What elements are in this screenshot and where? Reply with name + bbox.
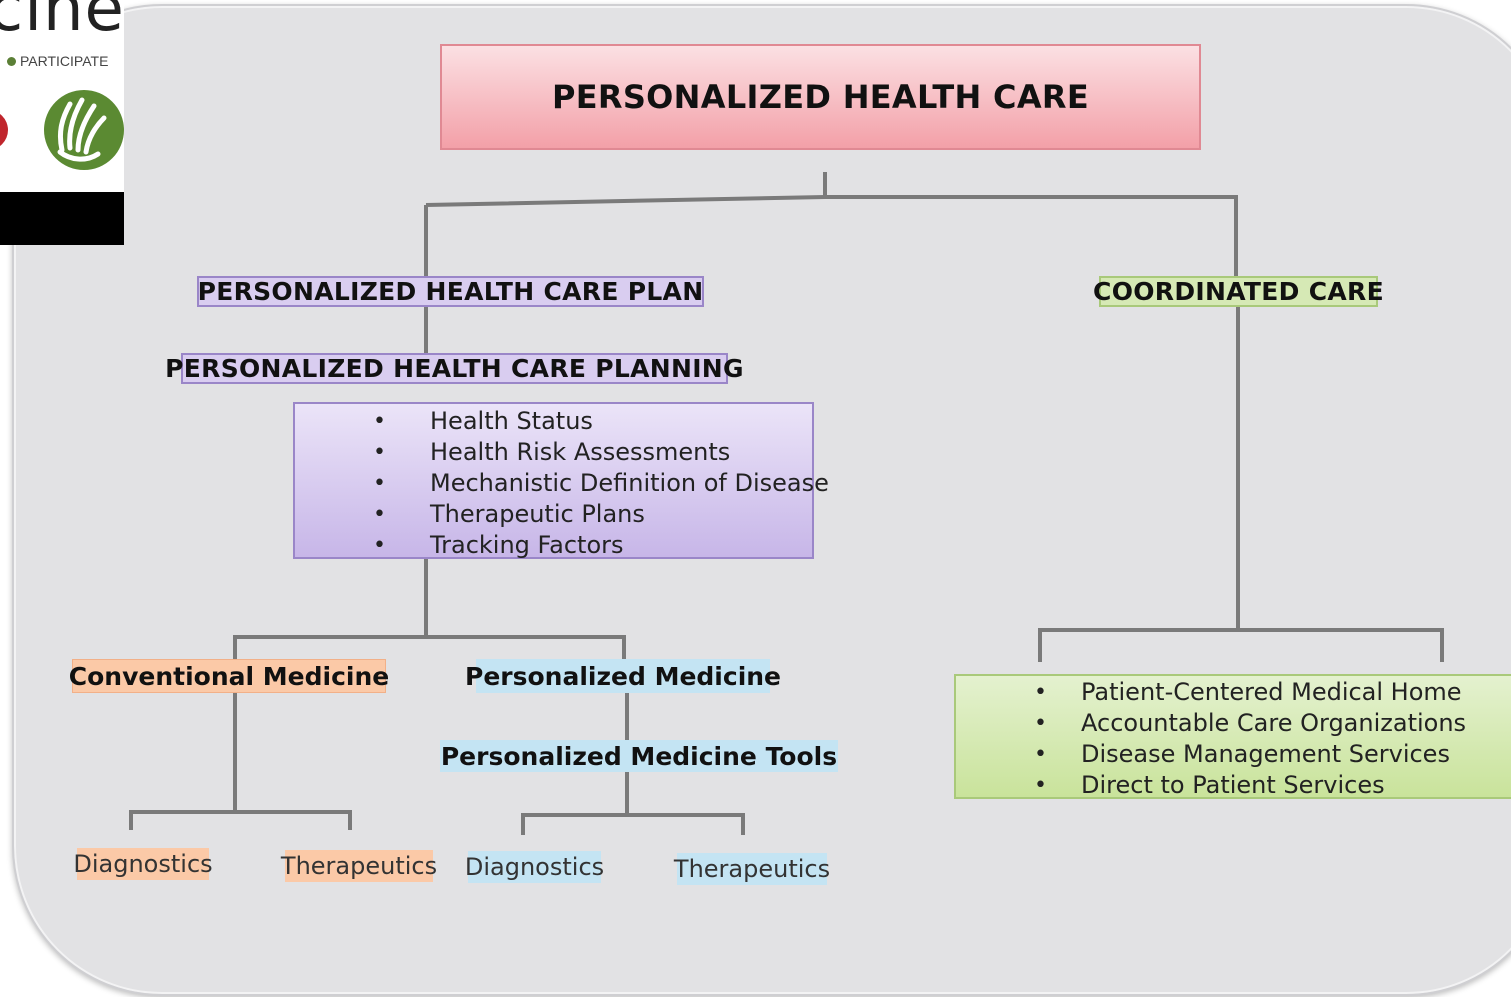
health-care-plan-node: PERSONALIZED HEALTH CARE PLAN — [197, 276, 704, 307]
coordinated-item: Direct to Patient Services — [956, 770, 1511, 801]
partial-logo: cine PARTICIPATE — [0, 0, 124, 245]
logo-tagline: PARTICIPATE — [20, 53, 109, 69]
coordinated-item: Accountable Care Organizations — [956, 708, 1511, 739]
personalized-medicine-tools-node: Personalized Medicine Tools — [440, 740, 838, 772]
logo-graphics — [0, 90, 124, 170]
personalized-therapeutics-label: Therapeutics — [673, 855, 831, 883]
coordinated-items-list: Patient-Centered Medical Home Accountabl… — [956, 677, 1511, 801]
personalized-medicine-node: Personalized Medicine — [465, 659, 781, 693]
conventional-diagnostics-node: Diagnostics — [73, 848, 213, 880]
health-care-planning-node: PERSONALIZED HEALTH CARE PLANNING — [165, 353, 744, 384]
medicine-split-connector — [233, 635, 626, 660]
logo-dot-icon — [7, 57, 16, 66]
tools-split-connector — [521, 813, 745, 835]
personalized-diagnostics-label: Diagnostics — [464, 853, 605, 881]
health-care-planning-label: PERSONALIZED HEALTH CARE PLANNING — [165, 354, 744, 383]
coordinated-items-box: Patient-Centered Medical Home Accountabl… — [954, 674, 1511, 801]
conventional-medicine-node: Conventional Medicine — [68, 659, 390, 693]
conventional-therapeutics-node: Therapeutics — [281, 850, 437, 882]
coordinated-item: Patient-Centered Medical Home — [956, 677, 1511, 708]
personalized-medicine-tools-label: Personalized Medicine Tools — [440, 741, 838, 771]
personalized-diagnostics-node: Diagnostics — [464, 851, 605, 883]
red-circle-icon — [0, 114, 8, 146]
planning-items-list: Health Status Health Risk Assessments Me… — [295, 406, 829, 561]
root-node-label: PERSONALIZED HEALTH CARE — [551, 78, 1089, 116]
conventional-split-connector — [129, 810, 352, 830]
planning-items-box: Health Status Health Risk Assessments Me… — [293, 402, 829, 561]
coordinated-care-label: COORDINATED CARE — [1093, 277, 1384, 306]
conventional-medicine-label: Conventional Medicine — [68, 661, 390, 691]
logo-black-bar — [0, 192, 124, 245]
planning-item: Tracking Factors — [295, 530, 812, 561]
planning-item: Mechanistic Definition of Disease — [295, 468, 829, 499]
top-branch-connector — [424, 195, 1238, 278]
personalized-medicine-label: Personalized Medicine — [465, 661, 782, 691]
coordinated-care-node: COORDINATED CARE — [1093, 276, 1384, 307]
personalized-therapeutics-node: Therapeutics — [673, 853, 831, 885]
green-hand-icon — [44, 90, 124, 170]
planning-item: Health Status — [295, 406, 812, 437]
logo-wordmark: cine — [0, 0, 124, 46]
conventional-therapeutics-label: Therapeutics — [280, 852, 438, 880]
planning-item: Health Risk Assessments — [295, 437, 812, 468]
coordinated-split-connector — [1038, 628, 1444, 662]
conventional-diagnostics-label: Diagnostics — [73, 850, 213, 878]
root-node: PERSONALIZED HEALTH CARE — [440, 44, 1201, 150]
planning-item: Therapeutic Plans — [295, 499, 812, 530]
coordinated-item: Disease Management Services — [956, 739, 1511, 770]
health-care-plan-label: PERSONALIZED HEALTH CARE PLAN — [197, 277, 704, 306]
